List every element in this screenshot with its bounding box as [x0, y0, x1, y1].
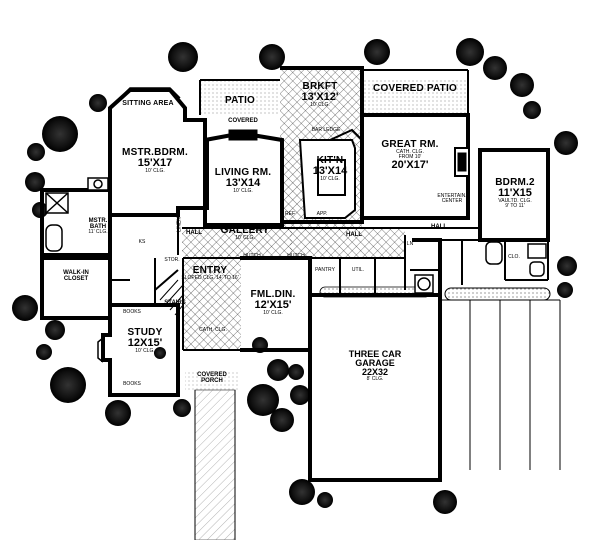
covered-patio-label: COVERED PATIO [373, 83, 457, 94]
bath-fixtures [45, 177, 547, 294]
patio-label: PATIO [224, 95, 256, 106]
mstr-bdrm-dims: 15'X17 [137, 157, 173, 169]
garage-doors [439, 299, 561, 470]
covered-porch-name: COVERED [197, 372, 227, 378]
covered-porch-sub: PORCH [201, 378, 223, 384]
stairs-label: STAIRS [164, 300, 186, 306]
bdrm2-ceiling1: VAULTD. CLG. [498, 198, 532, 204]
mstr-bath-name: MSTR. [88, 218, 108, 224]
stairs-treads [159, 279, 184, 316]
walls [40, 66, 550, 482]
living-rm-dims: 13'X14 [225, 177, 261, 189]
ref-label: REF [285, 211, 295, 217]
walk-in-sub: CLOSET [63, 276, 89, 282]
books2-label: BOOKS [123, 381, 141, 387]
living-rm-label: LIVING RM. 13'X14 10' CLG. [215, 168, 271, 194]
covered-label: COVERED [228, 118, 258, 124]
pantry-label: PANTRY [315, 267, 335, 273]
study-dims: 12X15' [127, 337, 163, 349]
front-walk [194, 389, 236, 540]
brkft-name: BRKFT [302, 81, 338, 92]
entry-name: ENTRY [192, 265, 228, 276]
fml-din-label: FML.DIN. 12'X15' 10' CLG. [251, 290, 296, 316]
gallery-name: GALLERY [220, 225, 270, 236]
ln-label: LN [406, 241, 414, 247]
covered-porch-label: COVERED PORCH [197, 372, 227, 384]
bdrm2-label: BDRM.2 11'X15 VAULTD. CLG. 9' TO 11' [495, 178, 535, 209]
study-label: STUDY 12X15' 10' CLG. [128, 328, 163, 354]
fml-din-name: FML.DIN. [250, 289, 296, 300]
kitchen-label: KIT'N 13'X14 10' CLG. [313, 156, 347, 182]
walk-in-label: WALK-IN CLOSET [63, 270, 89, 282]
garage-dims: 22X32 [361, 367, 389, 377]
hutch1-label: HUTCH [243, 253, 261, 259]
study-ceiling: 10' CLG. [135, 348, 155, 354]
entry-label: ENTRY SLOPED CLG. 14' TO 16' [181, 266, 238, 281]
hall-west-label: HALL [186, 230, 202, 236]
kitchen-island [298, 128, 363, 219]
hall-east-label: HALL [431, 224, 447, 230]
garage-name: THREE CAR [348, 349, 402, 359]
mstr-bdrm-ceiling: 10' CLG. [145, 168, 165, 174]
bdrm2-dims: 11'X15 [498, 187, 532, 199]
bdrm2-ceiling2: 9' TO 11' [505, 203, 525, 209]
mstr-bdrm-label: MSTR.BDRM. 15'X17 10' CLG. [122, 148, 188, 174]
util-label: UTIL. [351, 267, 365, 273]
mstr-bath-ceiling: 11' CLG. [88, 229, 108, 235]
walk-in-name: WALK-IN [63, 270, 89, 276]
sitting-area-label: SITTING AREA [122, 100, 174, 107]
brkft-ceiling: 10' CLG. [310, 102, 330, 108]
shrubs [12, 38, 578, 514]
great-rm-ceiling2: FROM 10' [398, 154, 422, 160]
hall-center-label: HALL [346, 232, 362, 238]
entertain-name: ENTERTAIN. [437, 193, 467, 199]
bay-windows [97, 87, 181, 363]
brkft-label: BRKFT 13'X12' 10' CLG. [301, 82, 338, 108]
fireplaces [228, 129, 470, 177]
living-rm-name: LIVING RM. [214, 167, 272, 178]
kitchen-dims: 13'X14 [312, 165, 348, 177]
garage-ceiling: 8' CLG. [366, 376, 384, 382]
living-rm-ceiling: 10' CLG. [233, 188, 253, 194]
brkft-dims: 13'X12' [301, 91, 339, 103]
gallery-label: GALLERY 10' CLG. [221, 226, 270, 241]
great-rm-dims: 20'X17' [391, 159, 429, 171]
kitchen-name: KIT'N [316, 155, 344, 166]
interior-walls [109, 69, 549, 351]
gallery-ceiling: 10' CLG. [235, 235, 255, 241]
entry-ceiling: SLOPED CLG. 14' TO 16' [181, 275, 239, 281]
entertain-label: ENTERTAIN. CENTER [437, 194, 466, 204]
great-rm-label: GREAT RM. CATH. CLG. FROM 10' 20'X17' [381, 140, 438, 171]
app-label: APP. [316, 211, 328, 217]
cath-clg-label: CATH. CLG. [199, 327, 227, 333]
ks-label: KS [138, 239, 146, 245]
mstr-bdrm-name: MSTR.BDRM. [122, 147, 188, 158]
mstr-bath-label: MSTR. BATH 11' CLG. [88, 218, 107, 235]
linen-label: LINEN [176, 217, 183, 232]
garage-sub: GARAGE [355, 358, 395, 368]
hutch2-label: HUTCH [287, 253, 305, 259]
fml-din-dims: 12'X15' [254, 299, 292, 311]
fml-din-ceiling: 10' CLG. [263, 310, 283, 316]
clo-label: CLO. [508, 254, 520, 260]
great-rm-name: GREAT RM. [381, 139, 439, 150]
books1-label: BOOKS [123, 309, 141, 315]
bdrm2-name: BDRM.2 [495, 177, 535, 188]
study-name: STUDY [127, 327, 163, 338]
garage-label: THREE CAR GARAGE 22X32 8' CLG. [349, 350, 402, 382]
great-rm-ceiling1: CATH. CLG. [396, 149, 424, 155]
entertain-sub: CENTER [441, 198, 463, 204]
mstr-bath-sub: BATH [89, 224, 107, 230]
stor-label: STOR. [164, 257, 180, 263]
kitchen-ceiling: 10' CLG. [320, 176, 340, 182]
bar-ledge-label: BAR LEDGE [311, 127, 341, 133]
